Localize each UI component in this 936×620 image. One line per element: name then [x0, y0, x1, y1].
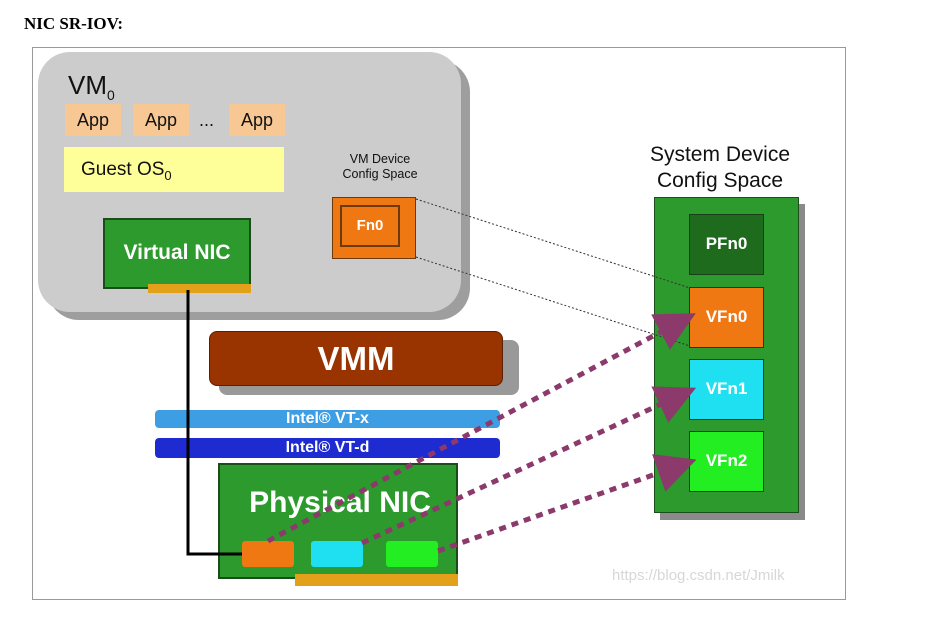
physical-nic-connector: [295, 574, 458, 586]
fn0-box: Fn0: [340, 205, 400, 247]
arrow-port2-to-vfn2: [437, 454, 697, 554]
virtual-nic-connector: [148, 284, 251, 293]
fn0-to-vfn0-dotted-top: [415, 198, 691, 289]
vm-label: VM0: [68, 70, 115, 104]
page-heading: NIC SR-IOV:: [24, 14, 124, 33]
vt-d-bar: Intel® VT-d: [155, 438, 500, 458]
arrow-port0-to-vfn0: [266, 313, 696, 544]
vmm-box: VMM: [209, 331, 503, 386]
port-vf0: [242, 541, 294, 567]
watermark: https://blog.csdn.net/Jmilk: [612, 567, 785, 584]
app-box-2: App: [133, 104, 189, 136]
vt-x-bar: Intel® VT-x: [155, 410, 500, 428]
vfn1-box: VFn1: [689, 359, 764, 420]
fn0-to-vfn0-dotted-bottom: [415, 256, 691, 347]
port-vf1: [311, 541, 363, 567]
virtual-nic-to-port-line: [186, 290, 242, 556]
vfn0-box: VFn0: [689, 287, 764, 348]
virtual-nic-card: Virtual NIC: [103, 218, 251, 289]
port-vf2: [386, 541, 438, 567]
app-box-1: App: [65, 104, 121, 136]
pfn0-box: PFn0: [689, 214, 764, 275]
guest-os-box: Guest OS0: [64, 147, 284, 192]
app-ellipsis: ...: [199, 110, 215, 130]
vfn2-box: VFn2: [689, 431, 764, 492]
app-box-3: App: [229, 104, 285, 136]
